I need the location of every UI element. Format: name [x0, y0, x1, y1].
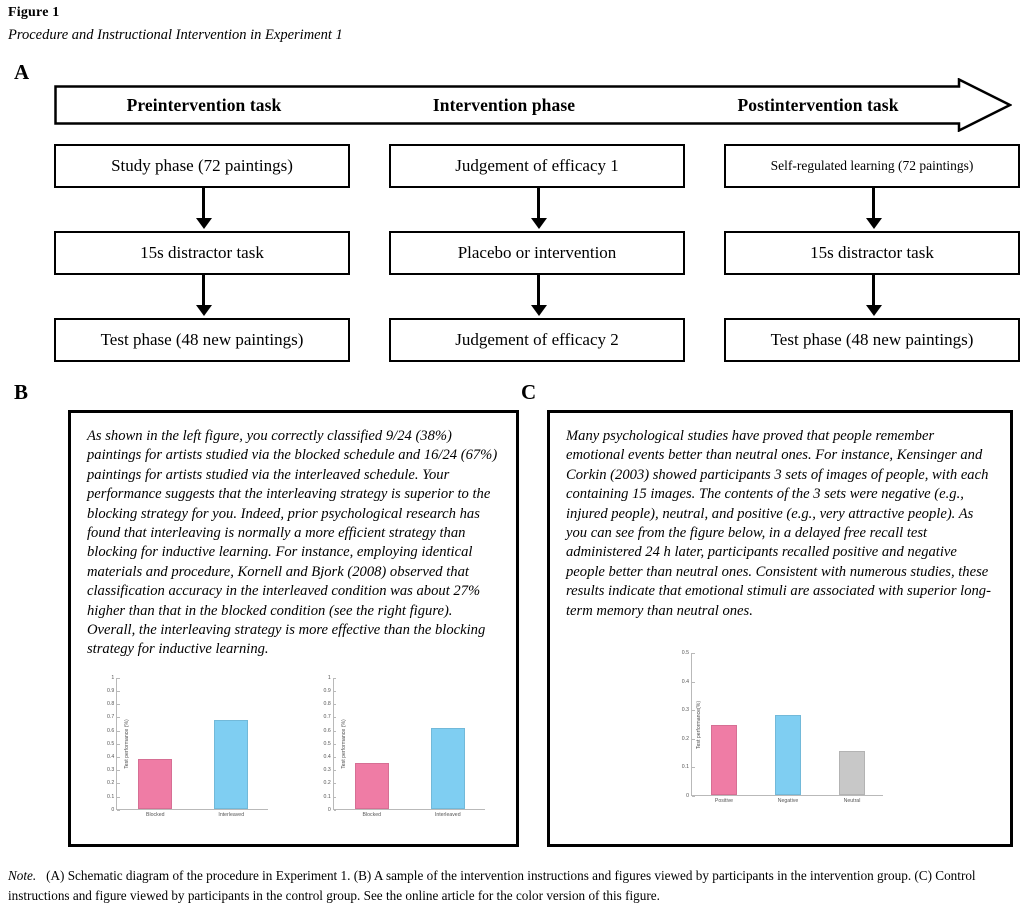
- intervention-instruction-text: As shown in the left figure, you correct…: [87, 428, 498, 658]
- chart-b-right-x-tick-label: Interleaved: [434, 811, 461, 818]
- chart-b-left-y-tick: 1: [111, 675, 120, 681]
- flow-arrow-line-1: [202, 188, 205, 220]
- chart-b-right-y-tick: 0.3: [324, 767, 337, 773]
- chart-c-main-y-tick: 0.1: [682, 764, 695, 770]
- note-label: Note.: [8, 868, 37, 883]
- chart-c-main-bar: [710, 725, 738, 796]
- chart-b-right-y-tick: 0.8: [324, 701, 337, 707]
- chart-c-main-y-tick: 0.3: [682, 707, 695, 713]
- chart-b-right-y-tick: 0.2: [324, 780, 337, 786]
- flow-arrow-line-5: [872, 188, 875, 220]
- chart-b-left-y-tick: 0: [111, 807, 120, 813]
- chart-b-left-bar: [214, 720, 249, 809]
- flow-box-judgement-2: Judgement of efficacy 2: [389, 318, 685, 362]
- flow-arrow-head-5: [865, 218, 882, 229]
- flow-box-self-regulated-learning: Self-regulated learning (72 paintings): [724, 144, 1020, 188]
- chart-b-left-x-tick-label: Blocked: [146, 811, 165, 818]
- chart-b-right-y-tick: 0.9: [324, 688, 337, 694]
- flow-box-judgement-1: Judgement of efficacy 1: [389, 144, 685, 188]
- chart-c-main-y-tick: 0.4: [682, 679, 695, 685]
- banner-label-row: Preintervention task Intervention phase …: [54, 78, 1012, 132]
- flow-box-test-phase-2: Test phase (48 new paintings): [724, 318, 1020, 362]
- flow-arrow-line-4: [537, 275, 540, 307]
- chart-b-right-y-tick: 0.4: [324, 754, 337, 760]
- flow-box-test-phase-1: Test phase (48 new paintings): [54, 318, 350, 362]
- chart-b-left-y-tick: 0.5: [107, 741, 121, 747]
- note-text: (A) Schematic diagram of the procedure i…: [8, 868, 976, 903]
- flow-arrow-head-2: [195, 305, 212, 316]
- chart-b-right-y-tick: 0: [328, 807, 337, 813]
- flow-box-placebo-or-intervention: Placebo or intervention: [389, 231, 685, 275]
- chart-b-right-x-tick-label: Blocked: [362, 811, 381, 818]
- chart-b-right-bar: [430, 728, 465, 809]
- panel-label-b: B: [14, 380, 29, 404]
- banner-phase-postintervention: Postintervention task: [737, 94, 899, 115]
- chart-b-left-y-tick: 0.9: [107, 688, 121, 694]
- banner-arrow-shape: [54, 78, 1012, 132]
- flow-arrow-head-6: [865, 305, 882, 316]
- banner-phase-intervention: Intervention phase: [432, 94, 576, 115]
- flow-box-distractor-2: 15s distractor task: [724, 231, 1020, 275]
- procedure-flowchart: Study phase (72 paintings) 15s distracto…: [0, 132, 1032, 364]
- chart-c-main-y-tick: 0.2: [682, 736, 695, 742]
- flow-arrow-head-4: [530, 305, 547, 316]
- flow-arrow-line-2: [202, 275, 205, 307]
- chart-b-left-y-tick: 0.4: [107, 754, 121, 760]
- chart-c-main-y-tick: 0: [686, 793, 695, 799]
- chart-b-left-y-tick: 0.8: [107, 701, 121, 707]
- chart-c-main-bar: [774, 714, 802, 796]
- flow-arrow-line-6: [872, 275, 875, 307]
- chart-b-left-y-tick: 0.6: [107, 728, 121, 734]
- chart-b-right-y-tick: 0.7: [324, 714, 337, 720]
- phase-banner-arrow: Preintervention task Intervention phase …: [54, 78, 1012, 132]
- flow-box-distractor-1: 15s distractor task: [54, 231, 350, 275]
- flow-box-study-phase: Study phase (72 paintings): [54, 144, 350, 188]
- banner-phase-preintervention: Preintervention task: [126, 94, 282, 115]
- chart-b-right-y-tick: 0.6: [324, 728, 337, 734]
- figure-title: Procedure and Instructional Intervention…: [8, 27, 343, 43]
- chart-b-left-bar: [138, 758, 173, 809]
- chart-c-main-x-tick-label: Positive: [714, 798, 734, 805]
- chart-b-left-y-tick: 0.3: [107, 767, 121, 773]
- chart-b-right-bar: [354, 762, 389, 809]
- figure-number: Figure 1: [8, 5, 60, 20]
- chart-c-main-y-tick: 0.5: [682, 650, 695, 656]
- chart-c-main-bar: [838, 750, 866, 796]
- chart-b-right-y-tick: 0.5: [324, 741, 337, 747]
- figure-note: Note. (A) Schematic diagram of the proce…: [8, 866, 1024, 906]
- chart-b-left-y-tick: 0.2: [107, 780, 121, 786]
- flow-arrow-head-1: [195, 218, 212, 229]
- control-instruction-box: Many psychological studies have proved t…: [547, 410, 1013, 847]
- flow-arrow-head-3: [530, 218, 547, 229]
- flow-arrow-line-3: [537, 188, 540, 220]
- chart-b-right-y-tick: 0.1: [324, 794, 337, 800]
- intervention-instruction-box: As shown in the left figure, you correct…: [68, 410, 519, 847]
- chart-c-main-x-tick-label: Neutral: [843, 798, 861, 805]
- chart-b-left-y-tick: 0.7: [107, 714, 121, 720]
- panel-label-c: C: [521, 380, 537, 404]
- panel-label-a: A: [14, 60, 30, 84]
- chart-b-right-y-tick: 1: [328, 675, 337, 681]
- chart-b-left-y-tick: 0.1: [107, 794, 121, 800]
- chart-c-main-x-tick-label: Negative: [777, 798, 799, 805]
- control-instruction-text: Many psychological studies have proved t…: [566, 428, 991, 619]
- chart-b-left-x-tick-label: Interleaved: [218, 811, 245, 818]
